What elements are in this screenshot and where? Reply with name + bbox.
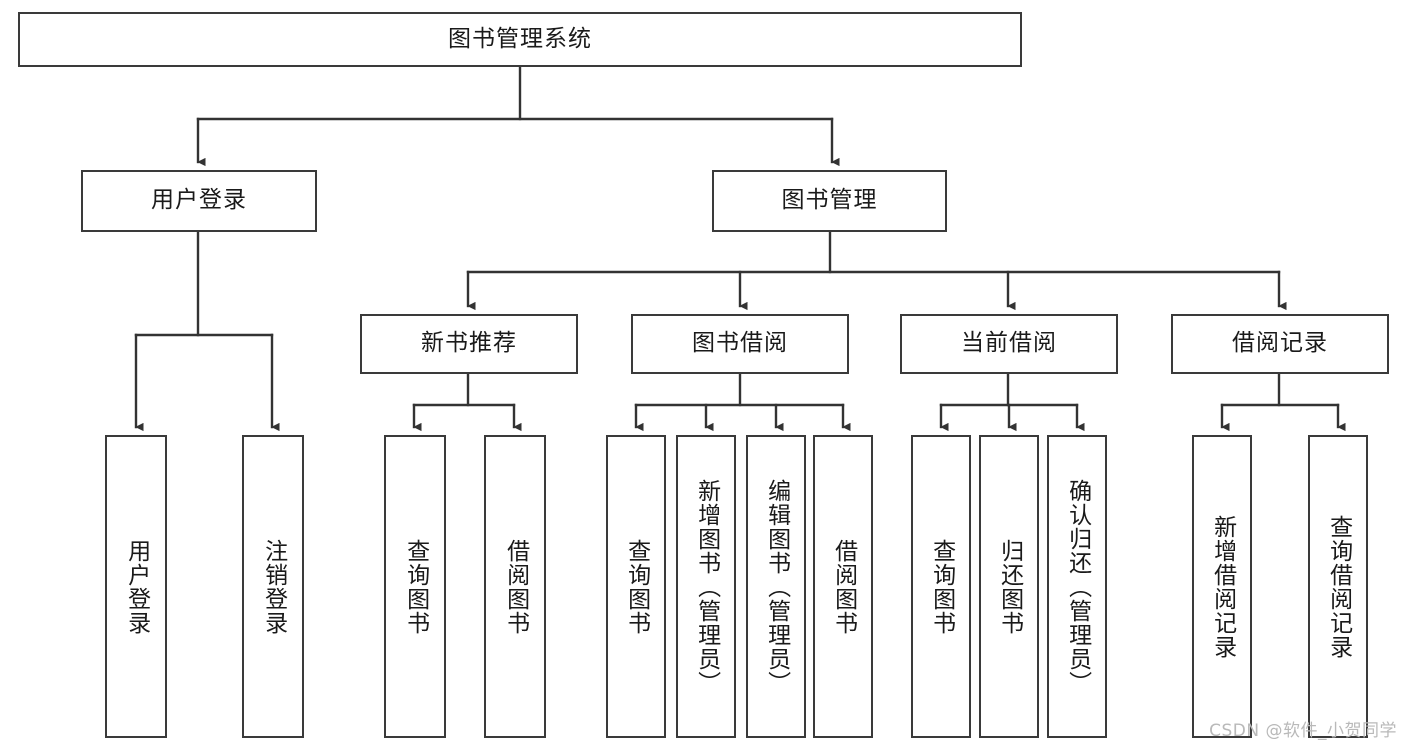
node-leaf-query-record[interactable]: 查询借阅记录 <box>1308 435 1368 738</box>
node-leaf-logout[interactable]: 注销登录 <box>242 435 304 738</box>
node-leaf-borrow-book-2[interactable]: 借阅图书 <box>813 435 873 738</box>
node-leaf-user-login-label: 用户登录 <box>123 538 150 635</box>
node-leaf-add-book[interactable]: 新增图书（管理员） <box>676 435 736 738</box>
node-leaf-add-record-label: 新增借阅记录 <box>1209 514 1236 659</box>
node-leaf-borrow-book-1-label: 借阅图书 <box>502 538 529 635</box>
node-leaf-query-book-1-label: 查询图书 <box>402 538 429 635</box>
node-book-borrow-label: 图书借阅 <box>692 330 788 357</box>
node-leaf-add-record[interactable]: 新增借阅记录 <box>1192 435 1252 738</box>
node-leaf-borrow-book-2-label: 借阅图书 <box>830 538 857 635</box>
node-root[interactable]: 图书管理系统 <box>18 12 1022 67</box>
node-leaf-query-record-label: 查询借阅记录 <box>1325 514 1352 659</box>
node-current-borrow-label: 当前借阅 <box>961 330 1057 357</box>
node-leaf-query-book-3[interactable]: 查询图书 <box>911 435 971 738</box>
node-book-borrow[interactable]: 图书借阅 <box>631 314 849 374</box>
node-leaf-add-book-label: 新增图书（管理员） <box>693 478 720 695</box>
node-leaf-edit-book[interactable]: 编辑图书（管理员） <box>746 435 806 738</box>
node-leaf-edit-book-label: 编辑图书（管理员） <box>763 478 790 695</box>
node-user-login[interactable]: 用户登录 <box>81 170 317 232</box>
node-leaf-borrow-book-1[interactable]: 借阅图书 <box>484 435 546 738</box>
node-book-manage[interactable]: 图书管理 <box>712 170 947 232</box>
node-root-label: 图书管理系统 <box>448 25 592 52</box>
node-leaf-confirm-return[interactable]: 确认归还（管理员） <box>1047 435 1107 738</box>
node-leaf-return-book-label: 归还图书 <box>996 538 1023 635</box>
node-user-login-label: 用户登录 <box>151 187 247 214</box>
node-leaf-logout-label: 注销登录 <box>260 538 287 635</box>
node-leaf-user-login[interactable]: 用户登录 <box>105 435 167 738</box>
node-book-manage-label: 图书管理 <box>781 187 878 214</box>
node-new-book-rec[interactable]: 新书推荐 <box>360 314 578 374</box>
node-current-borrow[interactable]: 当前借阅 <box>900 314 1118 374</box>
node-leaf-return-book[interactable]: 归还图书 <box>979 435 1039 738</box>
node-leaf-query-book-2[interactable]: 查询图书 <box>606 435 666 738</box>
node-leaf-query-book-3-label: 查询图书 <box>928 538 955 635</box>
node-leaf-query-book-1[interactable]: 查询图书 <box>384 435 446 738</box>
node-borrow-record[interactable]: 借阅记录 <box>1171 314 1389 374</box>
node-leaf-query-book-2-label: 查询图书 <box>623 538 650 635</box>
node-new-book-rec-label: 新书推荐 <box>421 330 517 357</box>
node-borrow-record-label: 借阅记录 <box>1232 330 1328 357</box>
node-leaf-confirm-return-label: 确认归还（管理员） <box>1064 478 1091 695</box>
